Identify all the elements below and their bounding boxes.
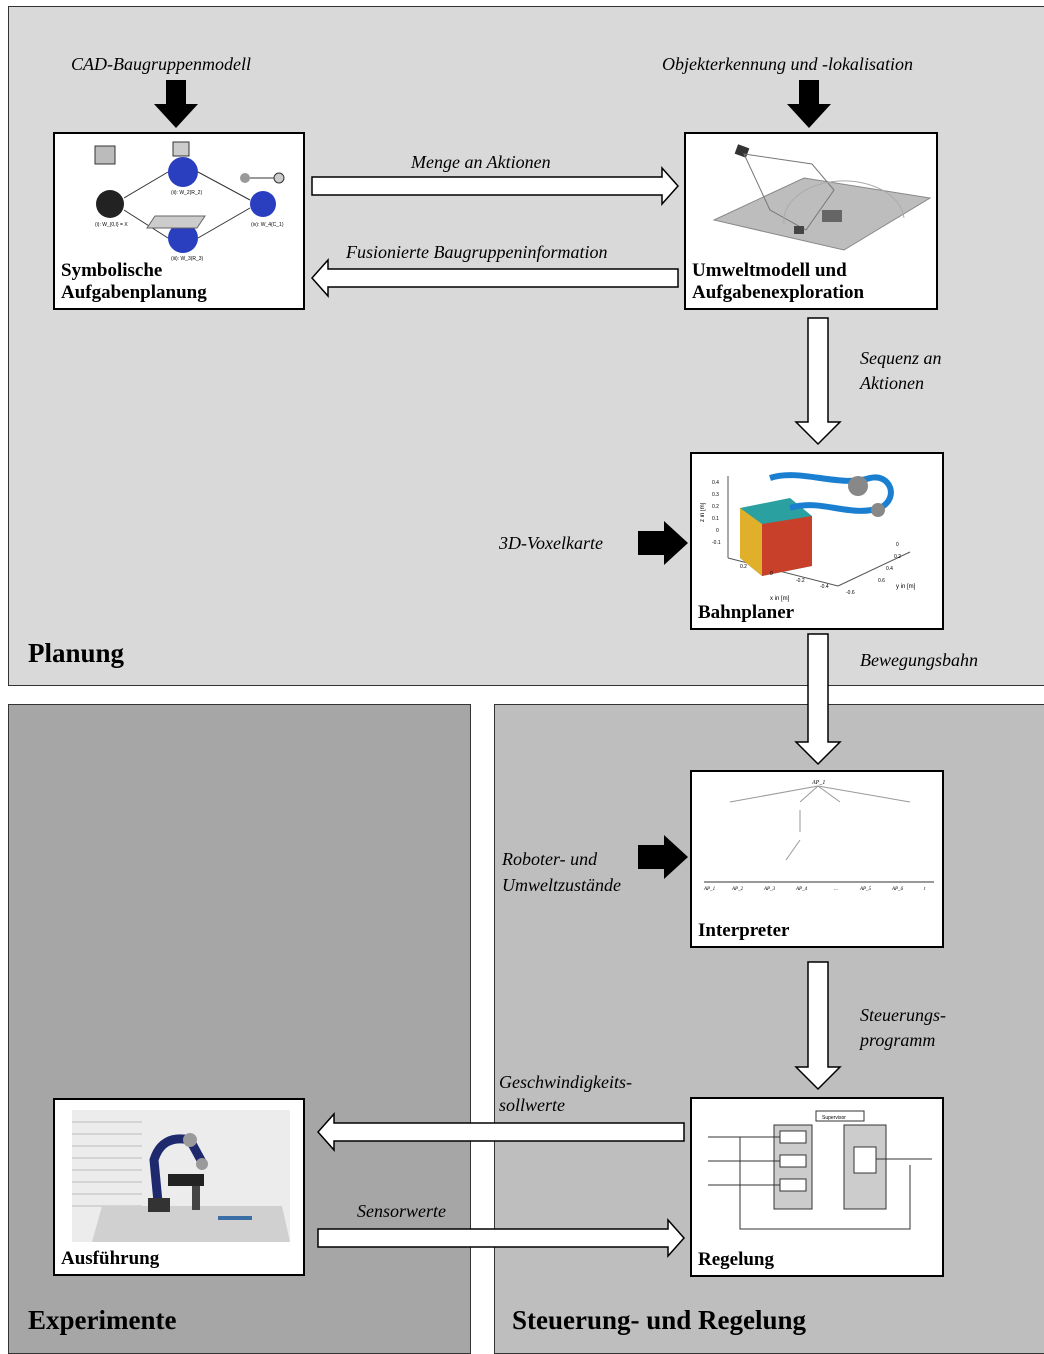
roboter-input-label-2: Umweltzustände bbox=[502, 875, 621, 895]
plot-tick-x-4: -0.6 bbox=[846, 590, 855, 596]
control-label-1: Regelung bbox=[698, 1249, 774, 1270]
environment-model-label-1: Umweltmodell und bbox=[692, 260, 847, 281]
tree-root-label: AP_1 bbox=[811, 780, 825, 786]
environment-model-figure bbox=[712, 144, 932, 251]
geschw-flow-arrow bbox=[316, 1112, 685, 1152]
plot-tick-y-2: 0.4 bbox=[886, 566, 893, 572]
environment-model-box: Umweltmodell und Aufgabenexploration bbox=[684, 132, 938, 310]
sensor-flow-arrow bbox=[317, 1218, 686, 1258]
objekt-input-label: Objekterkennung und -lokalisation bbox=[662, 54, 913, 74]
tree-leaf-5: AP_5 bbox=[859, 887, 872, 892]
tree-leaf-4: ... bbox=[834, 887, 838, 892]
plot-tick-z-1: 0.3 bbox=[712, 492, 719, 498]
interpreter-tree-figure: AP_1 AP_1 AP_2 AP_3 AP_4 ... AP_5 AP_6 t bbox=[703, 780, 934, 892]
plot-tick-y-1: 0.2 bbox=[894, 554, 901, 560]
planning-label-iii: (iii): W_3(R_3) bbox=[171, 256, 204, 262]
objekt-input-arrow bbox=[787, 80, 831, 128]
environment-model-label-2: Aufgabenexploration bbox=[692, 282, 865, 303]
symbolic-planning-box: (i): W_{0,I} = X (ii): W_2(R_2) (iii): W… bbox=[53, 132, 305, 310]
execution-label: Ausführung bbox=[61, 1248, 159, 1270]
fusioniert-flow-arrow bbox=[310, 258, 679, 298]
menge-flow-arrow bbox=[311, 166, 680, 206]
fusioniert-flow-label: Fusionierte Baugruppeninformation bbox=[346, 242, 608, 262]
roboter-input-label-1: Roboter- und bbox=[502, 849, 598, 869]
execution-box: Ausführung bbox=[53, 1098, 305, 1276]
interpreter-box: AP_1 AP_1 AP_2 AP_3 AP_4 ... AP_5 AP_6 t… bbox=[690, 770, 944, 948]
experiments-region-title: Experimente bbox=[28, 1305, 177, 1335]
control-box: Supervisor Regelung bbox=[690, 1097, 944, 1277]
environment-model-label: Umweltmodell und Aufgabenexploration bbox=[692, 260, 864, 304]
sensor-flow-label: Sensorwerte bbox=[357, 1201, 446, 1221]
plot-tick-z-3: 0.1 bbox=[712, 516, 719, 522]
path-planner-label-1: Bahnplaner bbox=[698, 602, 795, 623]
execution-label-1: Ausführung bbox=[61, 1248, 160, 1269]
menge-flow-label: Menge an Aktionen bbox=[411, 152, 551, 172]
plot-tick-x-3: -0.4 bbox=[820, 584, 829, 590]
path-planner-plot: z in [m] x in [m] y in [m] 0.4 0.3 0.2 0… bbox=[700, 472, 916, 602]
bewegung-flow-arrow bbox=[794, 633, 842, 766]
control-region-title: Steuerung- und Regelung bbox=[512, 1305, 807, 1335]
planning-graph-figure: (i): W_{0,I} = X (ii): W_2(R_2) (iii): W… bbox=[94, 141, 285, 262]
steuer-flow-arrow bbox=[794, 961, 842, 1091]
tree-leaf-1: AP_2 bbox=[731, 887, 744, 892]
cad-input-arrow bbox=[154, 80, 198, 128]
plot-tick-y-3: 0.6 bbox=[878, 578, 885, 584]
symbolic-planning-label: Symbolische Aufgabenplanung bbox=[61, 260, 207, 304]
path-planner-box: z in [m] x in [m] y in [m] 0.4 0.3 0.2 0… bbox=[690, 452, 944, 630]
sequenz-flow-arrow bbox=[794, 317, 842, 446]
plot-tick-z-0: 0.4 bbox=[712, 480, 719, 486]
interpreter-label: Interpreter bbox=[698, 920, 789, 942]
control-label: Regelung bbox=[698, 1249, 774, 1271]
symbolic-planning-label-1: Symbolische bbox=[61, 260, 163, 281]
plot-tick-z-2: 0.2 bbox=[712, 504, 719, 510]
sequenz-flow-label-1: Sequenz an bbox=[860, 348, 942, 368]
plot-axis-y: y in [m] bbox=[896, 584, 916, 590]
control-block-diagram: Supervisor bbox=[708, 1110, 932, 1230]
robot-photo-figure bbox=[72, 1110, 290, 1242]
tree-leaf-6: AP_6 bbox=[891, 887, 904, 892]
plot-tick-x-0: 0.2 bbox=[740, 564, 747, 570]
roboter-input-arrow bbox=[638, 835, 688, 879]
geschw-flow-label-2: sollwerte bbox=[499, 1095, 565, 1115]
symbolic-planning-label-2: Aufgabenplanung bbox=[61, 282, 207, 303]
plot-axis-z: z in [m] bbox=[700, 502, 706, 522]
plot-tick-y-0: 0 bbox=[896, 542, 899, 548]
voxel-input-arrow bbox=[638, 521, 688, 565]
steuer-flow-label-2: programm bbox=[860, 1030, 936, 1050]
plot-tick-z-4: 0 bbox=[716, 528, 719, 534]
plot-tick-x-2: -0.2 bbox=[796, 578, 805, 584]
plot-tick-x-1: 0 bbox=[770, 571, 773, 577]
control-supervisor-label: Supervisor bbox=[822, 1115, 846, 1121]
steuer-flow-label-1: Steuerungs- bbox=[860, 1005, 946, 1025]
planning-region-title: Planung bbox=[28, 638, 125, 668]
path-planner-label: Bahnplaner bbox=[698, 602, 794, 624]
geschw-flow-label-1: Geschwindigkeits- bbox=[499, 1072, 632, 1092]
cad-input-label: CAD-Baugruppenmodell bbox=[71, 54, 251, 74]
planning-label-ii: (ii): W_2(R_2) bbox=[171, 190, 202, 196]
plot-axis-x: x in [m] bbox=[770, 596, 790, 602]
tree-leaf-0: AP_1 bbox=[703, 887, 715, 892]
sequenz-flow-label-2: Aktionen bbox=[860, 373, 924, 393]
planning-label-i: (i): W_{0,I} = X bbox=[95, 222, 128, 228]
voxel-input-label: 3D-Voxelkarte bbox=[499, 533, 603, 553]
tree-leaf-3: AP_4 bbox=[795, 887, 808, 892]
plot-tick-z-5: -0.1 bbox=[712, 540, 721, 546]
planning-label-iv: (iv): W_4(C_1) bbox=[251, 222, 284, 228]
tree-leaf-7: t bbox=[924, 887, 926, 892]
bewegung-flow-label: Bewegungsbahn bbox=[860, 650, 978, 670]
tree-leaf-2: AP_3 bbox=[763, 887, 776, 892]
interpreter-label-1: Interpreter bbox=[698, 920, 790, 941]
